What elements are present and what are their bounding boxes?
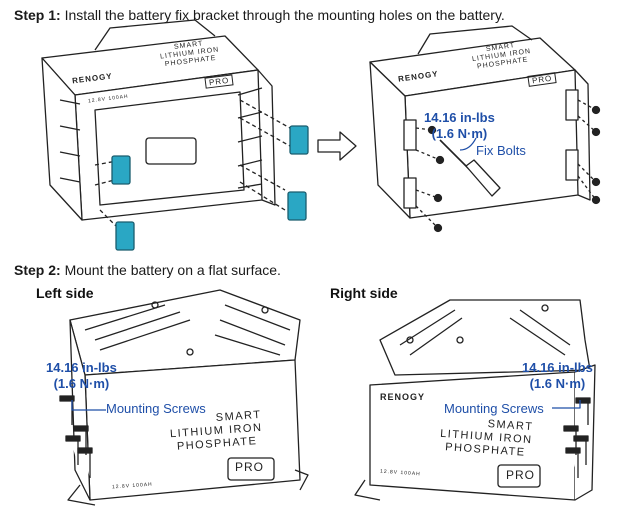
fix-brackets [111, 125, 309, 251]
torque-spec-step1: 14.16 in-lbs(1.6 N·m) [424, 110, 495, 141]
bracket-front [111, 155, 131, 185]
torque-spec-right: 14.16 in-lbs(1.6 N·m) [522, 360, 593, 391]
bracket-right-upper [289, 125, 309, 155]
battery-step1-right [369, 25, 601, 233]
bracket-bottom [115, 221, 135, 251]
brand-logo-s2-right: RENOGY [380, 392, 426, 402]
mounting-screws-right [563, 397, 591, 478]
torque-spec-left: 14.16 in-lbs(1.6 N·m) [46, 360, 117, 391]
step2-prefix: Step 2: [14, 262, 61, 278]
pro-badge-left-box [227, 457, 275, 481]
fix-bolts-callout [459, 137, 477, 151]
step1-text: Install the battery fix bracket through … [60, 7, 505, 23]
next-arrow-icon [317, 131, 357, 161]
battery-step1-left [41, 19, 276, 221]
right-side-label: Right side [330, 285, 398, 301]
pro-badge-s2-right: PRO [506, 468, 536, 482]
bracket-right-lower [287, 191, 307, 221]
step1-instruction: Step 1: Install the battery fix bracket … [14, 7, 505, 23]
fix-bolts-label: Fix Bolts [476, 143, 526, 158]
mounting-screws-left [59, 395, 93, 478]
left-side-label: Left side [36, 285, 94, 301]
mounting-screws-label-right: Mounting Screws [444, 401, 544, 416]
mounting-screws-label-left: Mounting Screws [106, 401, 206, 416]
pro-badge-s2-left: PRO [235, 460, 265, 474]
mounting-screws-callout-right [552, 400, 581, 409]
mounting-screws-callout-left [71, 400, 106, 411]
guide-lines-right [415, 99, 597, 229]
step2-instruction: Step 2: Mount the battery on a flat surf… [14, 262, 281, 278]
step2-text: Mount the battery on a flat surface. [60, 262, 281, 278]
step1-prefix: Step 1: [14, 7, 61, 23]
